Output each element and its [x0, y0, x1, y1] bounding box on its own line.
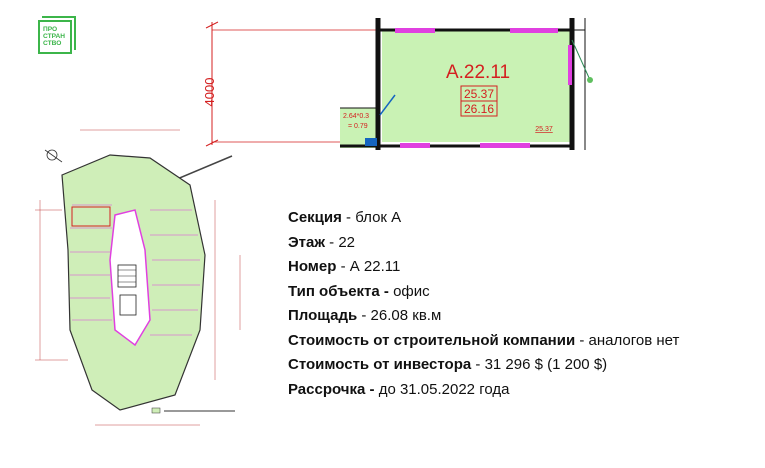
- detail-row-type: Тип объекта - офис: [288, 282, 430, 300]
- detail-row-section: Секция - блок А: [288, 209, 402, 226]
- overview-floor-plan: [35, 129, 241, 426]
- detail-row-area: Площадь - 26.08 кв.м: [288, 307, 442, 324]
- property-details: Секция - блок А Этаж - 22 Номер - А 22.1…: [288, 206, 679, 402]
- area-value-2: 26.16: [464, 102, 494, 116]
- unit-label: А.22.11: [446, 62, 510, 83]
- small-area-label: 25.37: [535, 126, 553, 133]
- detail-row-investor-price: Стоимость от инвестора - 31 296 $ (1 200…: [288, 356, 608, 373]
- dimension-marker: 4000: [202, 21, 380, 147]
- area-value-1: 25.37: [464, 87, 494, 101]
- detail-row-installment: Рассрочка - до 31.05.2022 года: [288, 380, 510, 398]
- dimension-label: 4000: [202, 78, 217, 107]
- annotation-line-1: 2.64*0.3: [343, 113, 369, 120]
- unit-room: [340, 18, 593, 150]
- detail-row-developer-price: Стоимость от строительной компании - ана…: [288, 331, 680, 349]
- company-logo: ПРО СТРАН СТВО: [38, 16, 76, 54]
- detail-row-number: Номер - А 22.11: [288, 258, 401, 275]
- annotation-line-2: = 0.79: [348, 123, 368, 130]
- detail-row-floor: Этаж - 22: [288, 233, 356, 251]
